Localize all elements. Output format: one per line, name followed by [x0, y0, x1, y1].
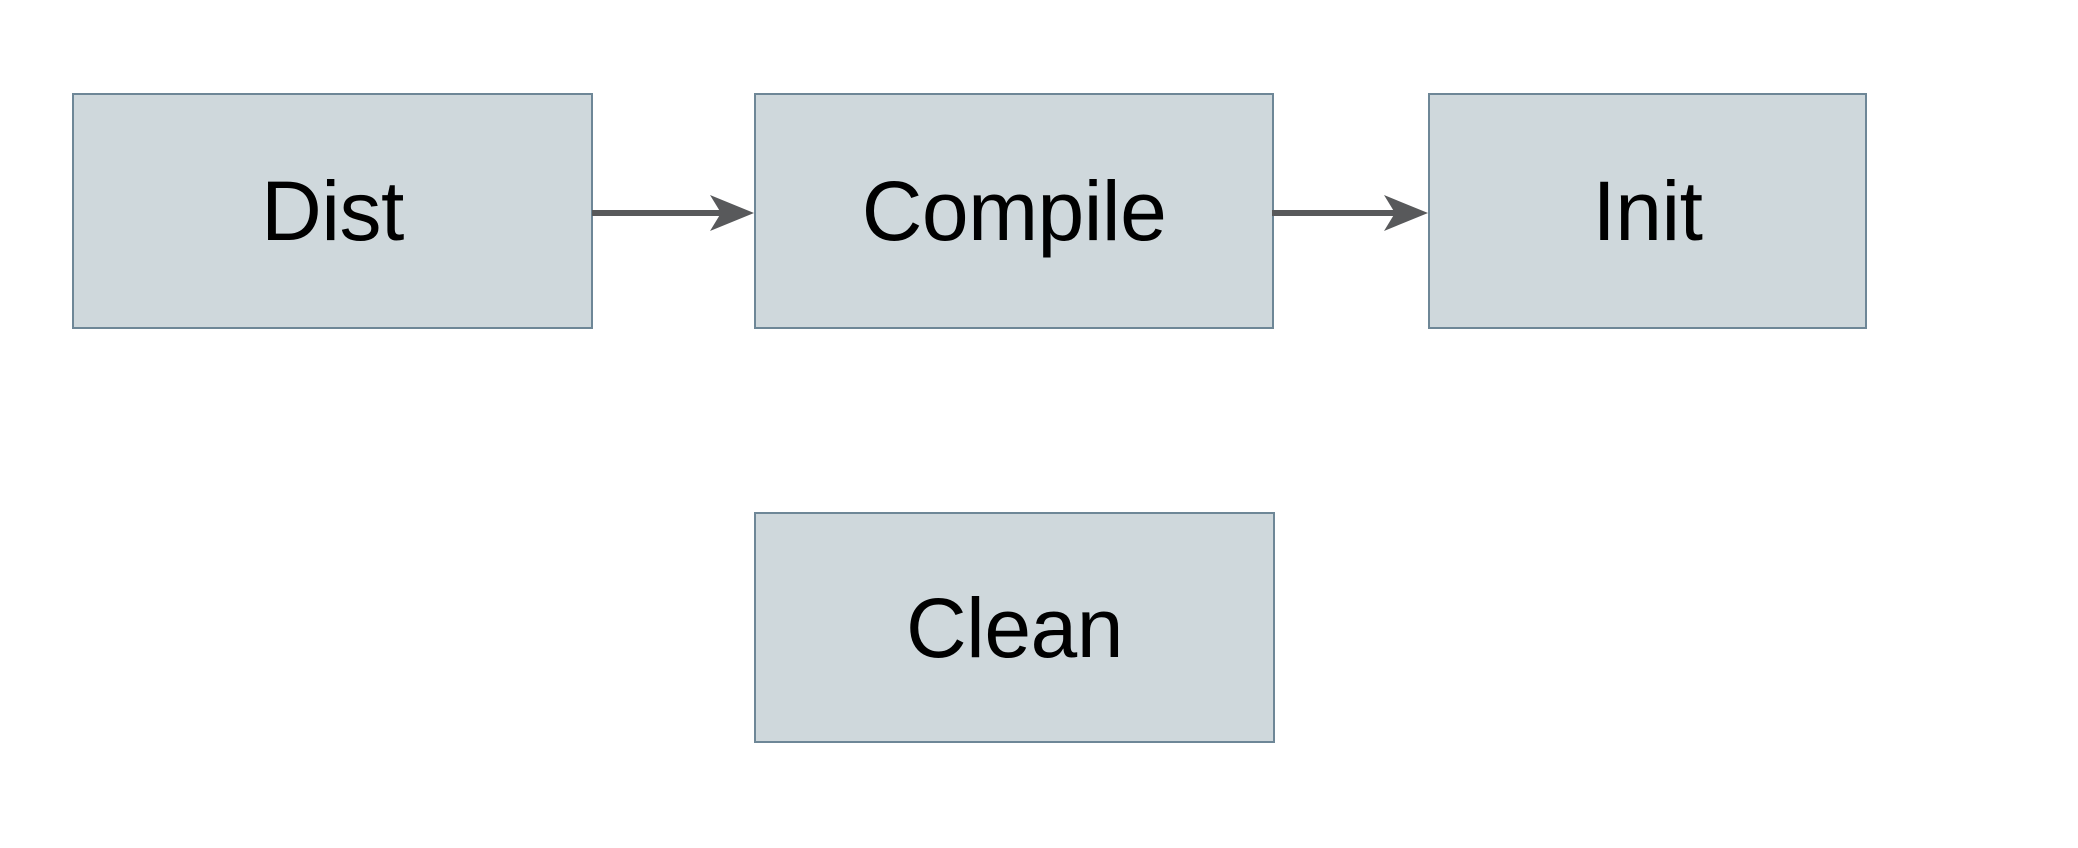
- node-clean[interactable]: Clean: [754, 512, 1275, 743]
- node-dist[interactable]: Dist: [72, 93, 593, 329]
- node-compile-label: Compile: [861, 164, 1167, 258]
- node-compile[interactable]: Compile: [754, 93, 1274, 329]
- node-clean-label: Clean: [906, 580, 1123, 675]
- node-init[interactable]: Init: [1428, 93, 1867, 329]
- node-init-label: Init: [1592, 164, 1703, 258]
- edge-dist-to-compile[interactable]: [590, 183, 760, 243]
- edge-compile-to-init[interactable]: [1270, 183, 1434, 243]
- arrowhead-icon: [1384, 195, 1428, 231]
- node-dist-label: Dist: [261, 164, 404, 258]
- arrowhead-icon: [710, 195, 754, 231]
